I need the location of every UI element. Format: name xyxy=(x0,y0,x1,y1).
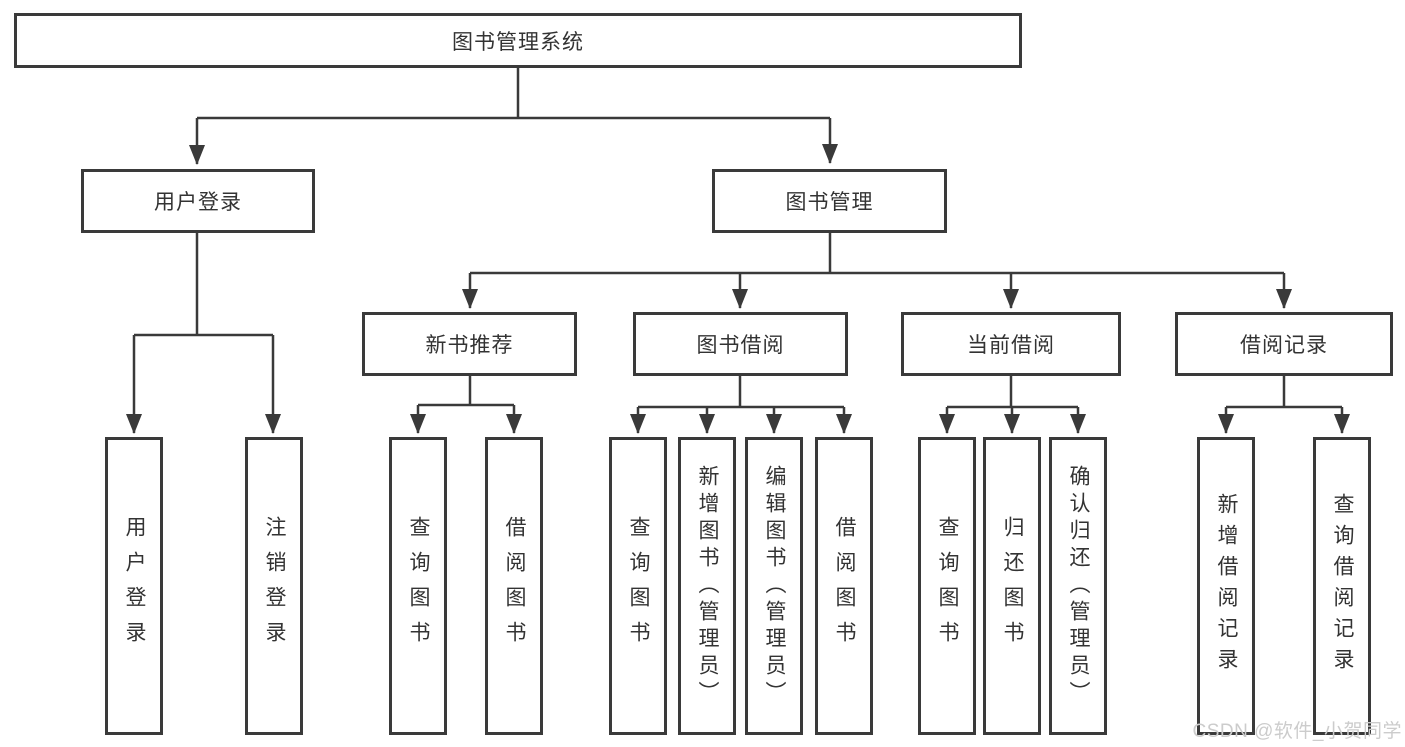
node-book-borrowing: 图书借阅 xyxy=(633,312,848,376)
node-new-book-recommend: 新书推荐 xyxy=(362,312,577,376)
leaf-logout: 注销登录 xyxy=(245,437,303,735)
leaf-borrowing-borrow-books: 借阅图书 xyxy=(815,437,873,735)
node-current-borrowing-label: 当前借阅 xyxy=(967,334,1055,357)
node-library-management-system-label: 图书管理系统 xyxy=(452,30,584,54)
leaf-borrowing-query-books: 查询图书 xyxy=(609,437,667,735)
connector-user-login-trunk xyxy=(134,233,273,337)
connector-book-management-trunk xyxy=(470,233,1284,275)
leaf-current-query-books: 查询图书 xyxy=(918,437,976,735)
leaf-recommend-query-books: 查询图书 xyxy=(389,437,447,735)
leaf-recommend-borrow-books-label: 借阅图书 xyxy=(503,516,526,656)
leaf-records-add-record-label: 新增借阅记录 xyxy=(1215,493,1238,679)
leaf-borrowing-borrow-books-label: 借阅图书 xyxy=(833,516,856,656)
connector-new-book-recommend-trunk xyxy=(418,376,514,407)
connector-borrowing-records-trunk xyxy=(1226,376,1342,409)
node-current-borrowing: 当前借阅 xyxy=(901,312,1121,376)
node-user-login-label: 用户登录 xyxy=(154,191,242,214)
node-borrowing-records: 借阅记录 xyxy=(1175,312,1393,376)
connector-current-borrowing-trunk xyxy=(947,376,1078,409)
connector-book-borrowing-trunk xyxy=(638,376,844,409)
leaf-borrowing-edit-book-admin-label: 编辑图书（管理员） xyxy=(763,464,786,708)
leaf-current-confirm-return-admin: 确认归还（管理员） xyxy=(1049,437,1107,735)
leaf-recommend-query-books-label: 查询图书 xyxy=(407,516,430,656)
leaf-records-query-record: 查询借阅记录 xyxy=(1313,437,1371,735)
node-book-borrowing-label: 图书借阅 xyxy=(696,334,785,357)
node-library-management-system: 图书管理系统 xyxy=(14,13,1022,68)
leaf-records-query-record-label: 查询借阅记录 xyxy=(1331,493,1354,679)
leaf-recommend-borrow-books: 借阅图书 xyxy=(485,437,543,735)
watermark: CSDN @软件_小贺同学 xyxy=(1192,721,1402,742)
leaf-borrowing-edit-book-admin: 编辑图书（管理员） xyxy=(745,437,803,735)
connector-root-trunk xyxy=(197,68,830,120)
node-book-management-label: 图书管理 xyxy=(785,191,874,214)
leaf-current-return-books: 归还图书 xyxy=(983,437,1041,735)
leaf-current-return-books-label: 归还图书 xyxy=(1001,516,1024,656)
leaf-user-login-label: 用户登录 xyxy=(123,516,146,656)
node-book-management: 图书管理 xyxy=(712,169,947,233)
leaf-borrowing-add-book-admin: 新增图书（管理员） xyxy=(678,437,736,735)
leaf-current-confirm-return-admin-label: 确认归还（管理员） xyxy=(1067,464,1090,708)
node-user-login: 用户登录 xyxy=(81,169,315,233)
node-new-book-recommend-label: 新书推荐 xyxy=(425,334,514,357)
leaf-records-add-record: 新增借阅记录 xyxy=(1197,437,1255,735)
leaf-borrowing-add-book-admin-label: 新增图书（管理员） xyxy=(696,464,719,708)
leaf-logout-label: 注销登录 xyxy=(263,516,286,656)
leaf-user-login: 用户登录 xyxy=(105,437,163,735)
leaf-borrowing-query-books-label: 查询图书 xyxy=(627,516,650,656)
leaf-current-query-books-label: 查询图书 xyxy=(936,516,959,656)
node-borrowing-records-label: 借阅记录 xyxy=(1240,334,1328,357)
